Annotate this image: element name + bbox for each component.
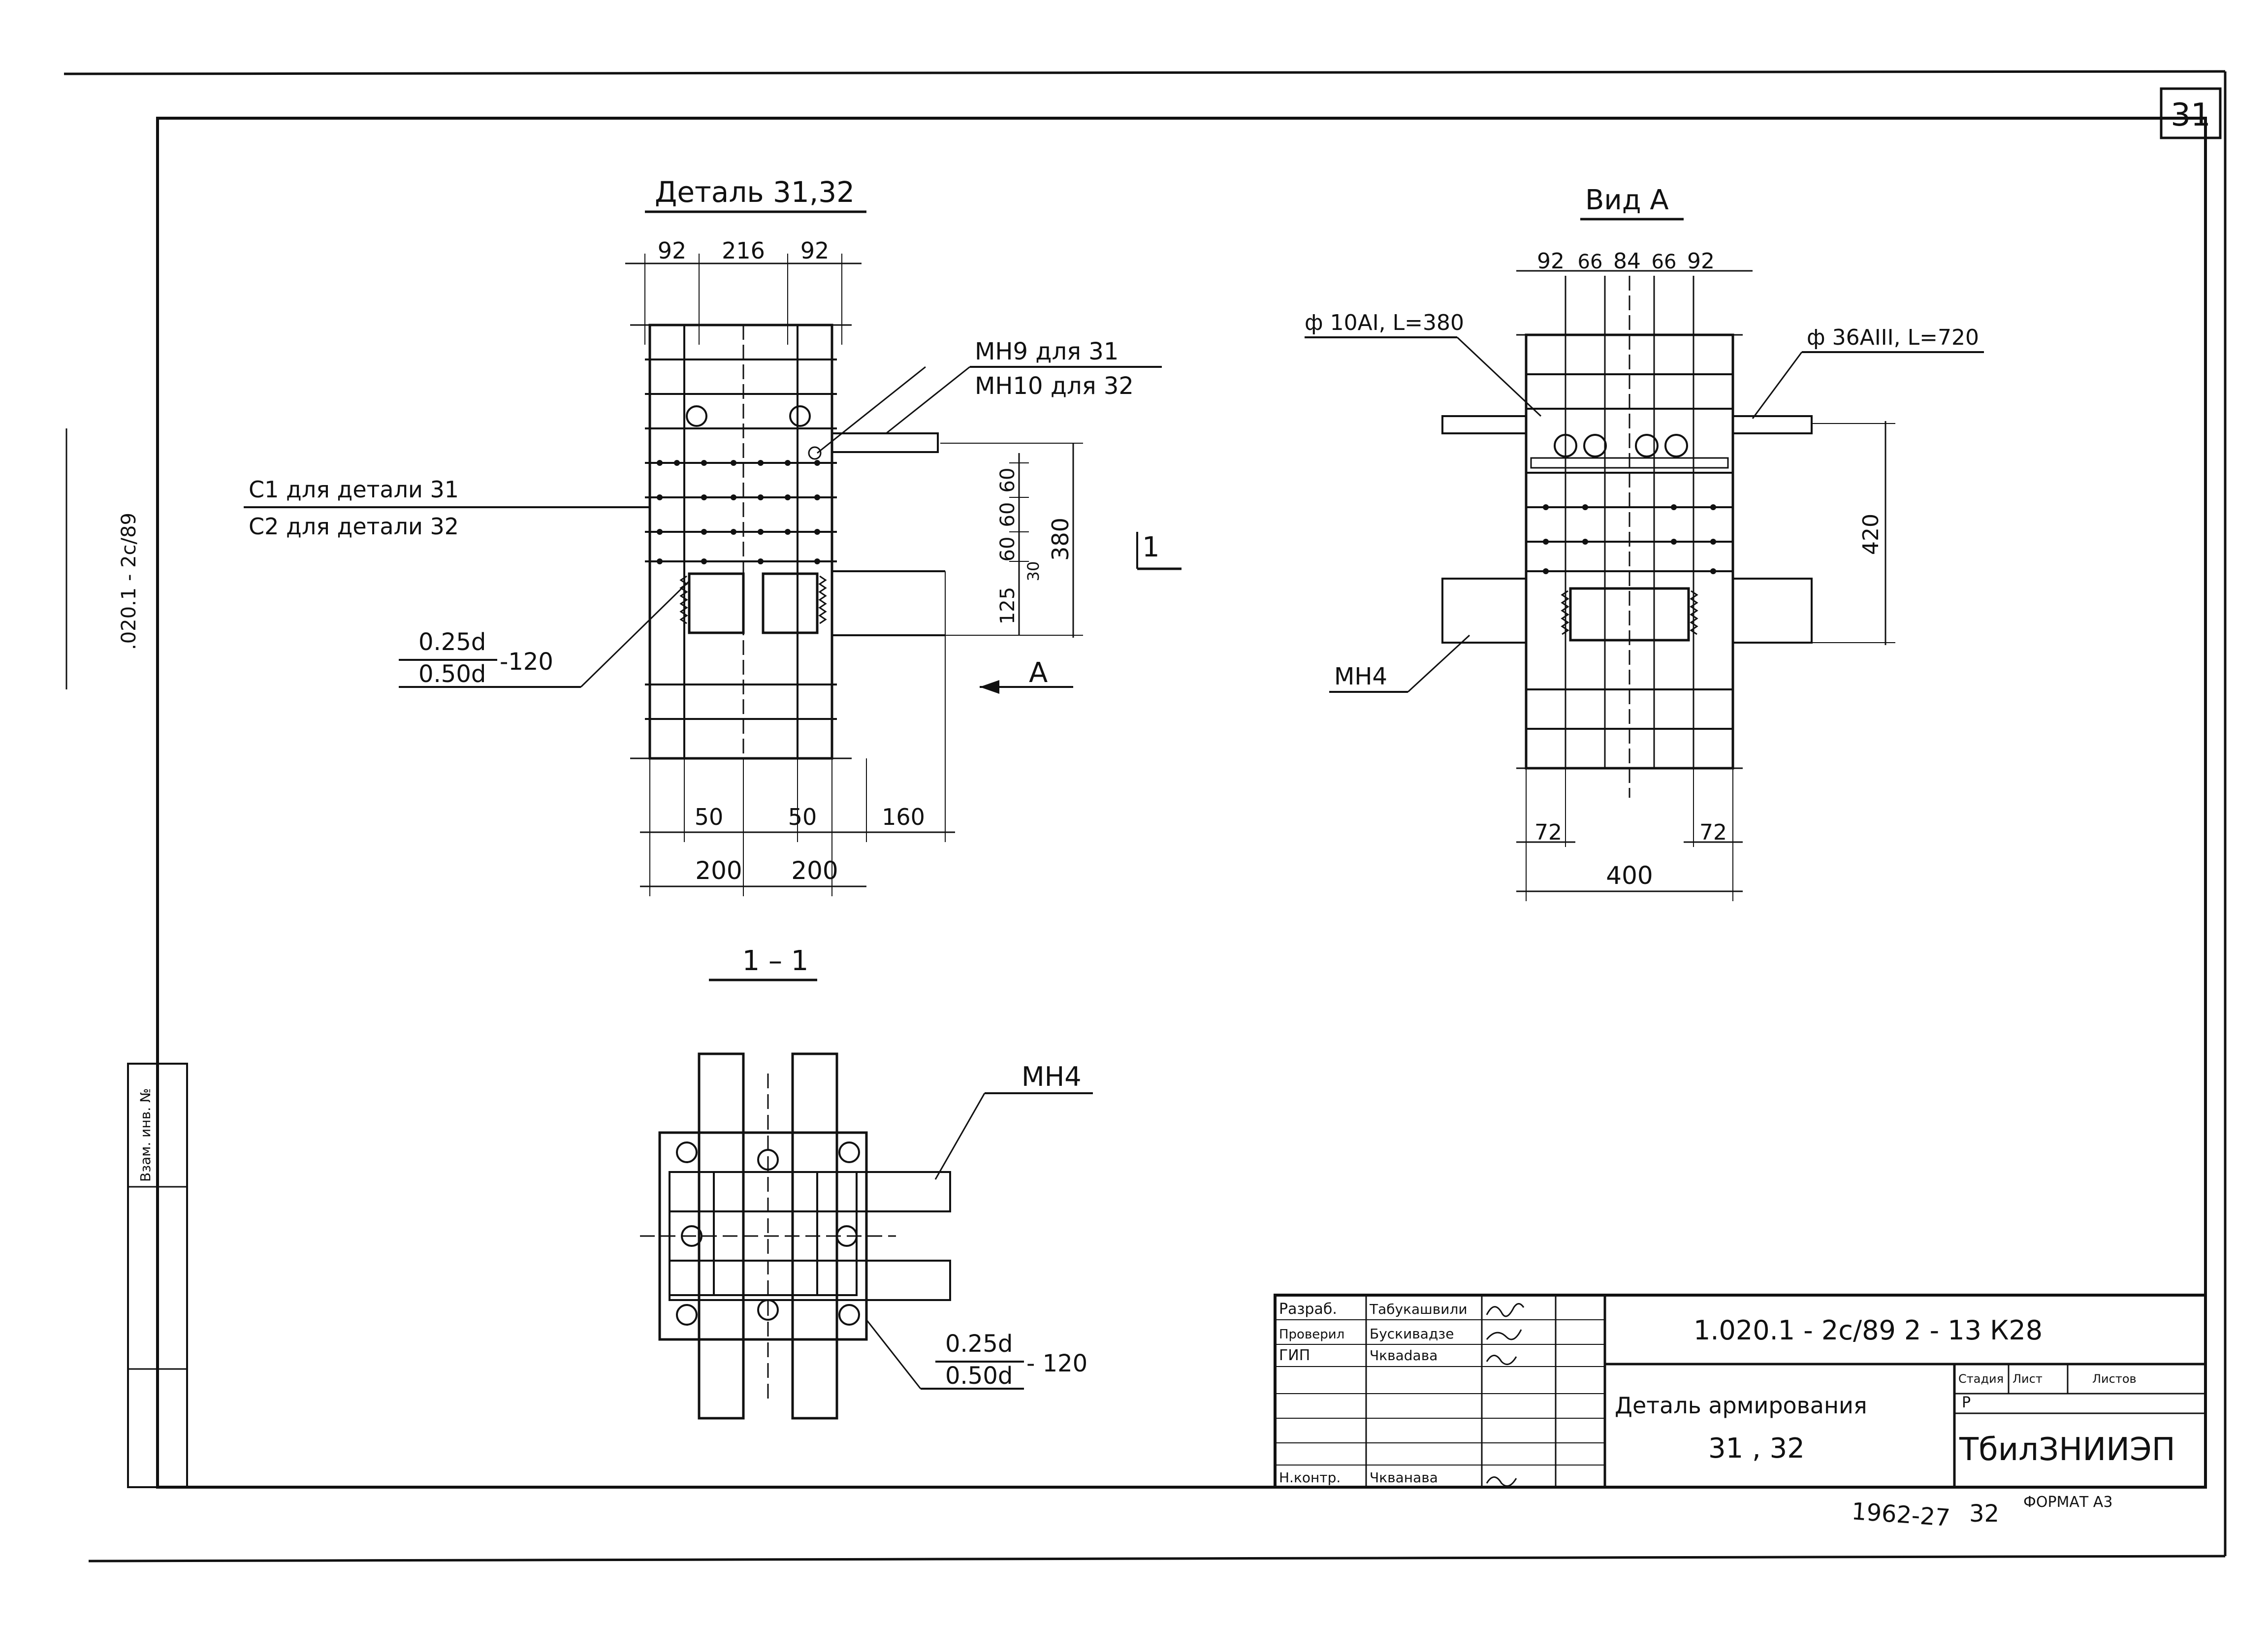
signature (1486, 1355, 1517, 1366)
footer-page: 32 (1969, 1500, 1999, 1528)
tb-org: ТбилЗНИИЭП (1959, 1432, 2175, 1468)
tb-stage-label: Стадия (1958, 1372, 2004, 1386)
section-1-1: 1 – 1 МН4 0.25d 0.50d - 120 (640, 945, 1093, 1420)
signature (1486, 1476, 1517, 1487)
detail-weld-len: -120 (500, 648, 553, 676)
detail-right-dim-3: 60 (996, 537, 1019, 562)
tb-role-3: ГИП (1279, 1347, 1310, 1364)
detail-bottom-dim-3: 160 (882, 804, 925, 830)
detail-view-mark: А (1029, 657, 1048, 689)
detail-c-label-2: С2 для детали 32 (249, 513, 459, 540)
detail-mesh-label-1: МН9 для 31 (975, 338, 1118, 365)
detail-bottom-dim-4: 200 (695, 856, 742, 885)
view-a-dim-400: 400 (1606, 861, 1653, 890)
detail-dim-380: 380 (1047, 518, 1074, 561)
section-mesh: МН4 (1022, 1061, 1082, 1092)
view-a-title: Вид А (1585, 184, 1669, 216)
view-a-bottom-dim-1: 72 (1534, 820, 1562, 845)
left-margin: .020.1 - 2с/89 Взам. инв. № (65, 428, 188, 1488)
tb-name-2: Бускивадзе (1370, 1326, 1454, 1342)
footer-number: 1962-27 (1851, 1498, 1951, 1532)
detail-bottom-dim-2: 50 (788, 804, 817, 830)
sheet-number: 31 (2171, 97, 2210, 133)
footer: 1962-27 32 ФОРМАТ А3 (1851, 1494, 2112, 1532)
view-a-bar-right: ф 36АIII, L=720 (1807, 325, 1979, 350)
signature (1486, 1329, 1522, 1340)
detail-bottom-dim-5: 200 (791, 856, 838, 885)
detail-right-dim-4: 30 (1024, 561, 1043, 582)
detail-top-dim-3: 92 (800, 237, 830, 264)
view-a-bottom-dim-2: 72 (1699, 820, 1727, 845)
detail-right-dim-2: 60 (996, 502, 1019, 527)
view-a-bar-left: ф 10АI, L=380 (1305, 310, 1464, 335)
tb-sheet-label: Лист (2012, 1372, 2043, 1386)
section-weld-len: - 120 (1026, 1350, 1087, 1377)
tb-code: 1.020.1 - 2с/89 2 - 13 К28 (1693, 1315, 2043, 1346)
detail-title: Деталь 31,32 (655, 175, 855, 209)
detail-c-label-1: С1 для детали 31 (249, 476, 459, 503)
view-a-dim-420: 420 (1858, 514, 1884, 555)
detail-top-dim-2: 216 (722, 237, 765, 264)
tb-stage: Р (1962, 1394, 1971, 1411)
view-a-top-dim-4: 66 (1652, 251, 1677, 273)
section-weld-top: 0.25d (945, 1330, 1013, 1358)
signature (1486, 1303, 1525, 1317)
margin-doc-ref: .020.1 - 2с/89 (118, 513, 140, 650)
margin-inv: Взам. инв. № (137, 1088, 154, 1182)
detail-right-dim-5: 125 (996, 587, 1019, 624)
tb-title-line1: Деталь армирования (1615, 1392, 1867, 1419)
detail-mesh-label-2: МН10 для 32 (975, 372, 1134, 400)
sheet-number-box (2160, 87, 2222, 139)
tb-role-1: Разраб. (1279, 1301, 1337, 1318)
view-a-top-dim-3: 84 (1613, 249, 1641, 274)
drawing-frame (156, 117, 2207, 1489)
title-block: Разраб. Проверил ГИП Н.контр. Табукашвил… (1274, 1294, 2207, 1489)
detail-right-dim-1: 60 (996, 468, 1019, 493)
detail-section-mark: 1 (1142, 531, 1160, 563)
view-a: Вид А 92 66 84 66 92 (1305, 184, 1984, 901)
section-weld-bottom: 0.50d (945, 1362, 1013, 1390)
tb-role-4: Н.контр. (1279, 1469, 1341, 1486)
tb-name-4: Чкванава (1370, 1469, 1438, 1486)
detail-top-dim-1: 92 (658, 237, 687, 264)
view-a-mesh: МН4 (1334, 663, 1387, 690)
tb-role-2: Проверил (1279, 1327, 1344, 1342)
view-a-top-dim-2: 66 (1578, 251, 1603, 273)
footer-format: ФОРМАТ А3 (2023, 1494, 2112, 1511)
detail-bottom-dim-1: 50 (695, 804, 724, 830)
tb-title-line2: 31 , 32 (1708, 1433, 1805, 1465)
detail-view: Деталь 31,32 92 216 92 (244, 175, 1182, 896)
tb-name-1: Табукашвили (1369, 1301, 1468, 1317)
detail-weld-top: 0.25d (418, 628, 486, 656)
tb-sheets-label: Листов (2092, 1372, 2137, 1386)
view-a-top-dim-5: 92 (1687, 249, 1715, 274)
tb-name-3: Чкваdава (1370, 1347, 1437, 1364)
view-a-top-dim-1: 92 (1537, 249, 1565, 274)
section-title: 1 – 1 (742, 945, 809, 977)
detail-weld-bottom: 0.50d (418, 660, 486, 688)
